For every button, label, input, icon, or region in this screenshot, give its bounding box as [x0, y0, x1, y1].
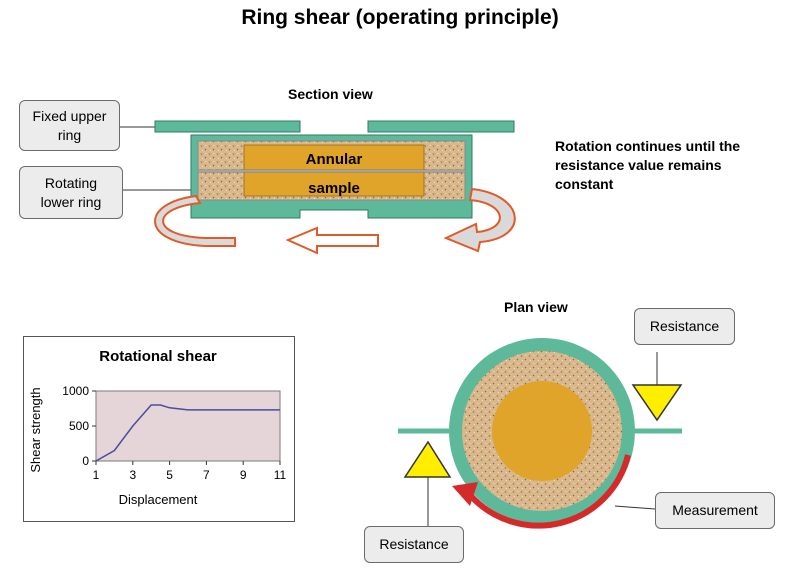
y-tick-label: 500 [69, 419, 89, 433]
note-line1: Rotation continues until the [555, 138, 741, 154]
note-line3: constant [555, 176, 614, 192]
x-tick-label: 1 [93, 468, 100, 482]
note-line2: resistance value remains [555, 157, 722, 173]
sample-label-annular: Annular [306, 151, 363, 168]
callout-rotating-line1: Rotating [44, 174, 98, 191]
sample-label-sample: sample [308, 180, 360, 197]
measurement-arrowhead [452, 482, 478, 506]
plan-sample-core [492, 381, 592, 481]
fixed-ring-flange-right [367, 120, 515, 133]
callout-measurement: Measurement [655, 492, 775, 529]
rotation-note: Rotation continues until the resistance … [555, 137, 740, 194]
x-tick-label: 9 [240, 468, 247, 482]
x-tick-label: 11 [274, 468, 287, 482]
resistance-triangle-top [631, 384, 683, 422]
plan-view-title: Plan view [504, 299, 568, 315]
callout-rotating-lower-ring: Rotating lower ring [19, 166, 123, 219]
callout-fixed-upper-ring: Fixed upper ring [19, 100, 120, 151]
callout-rotating-line2: lower ring [40, 193, 102, 210]
rotational-shear-chart: Rotational shear 0 500 1000 1 3 5 7 9 11 Displac… [28, 348, 287, 507]
chart-ylabel: Shear strength [28, 387, 43, 472]
plot-area [95, 390, 281, 462]
callout-fixed-line2: ring [57, 126, 82, 143]
y-tick-label: 0 [82, 454, 89, 468]
resistance-triangle-bottom [403, 440, 452, 478]
callout-resistance-bottom: Resistance [364, 526, 464, 563]
measurement-arrow [467, 454, 631, 529]
rotation-arrow-left [154, 194, 236, 247]
rotation-arrow-right [443, 187, 516, 253]
page-title: Ring shear (operating principle) [241, 6, 559, 29]
x-tick-label: 3 [129, 468, 136, 482]
series-line [95, 404, 280, 462]
section-view-title: Section view [288, 86, 373, 102]
rotation-arrow-middle [285, 226, 379, 255]
callout-resistance-top: Resistance [634, 308, 735, 345]
x-tick-label: 7 [203, 468, 210, 482]
measurement-leader [614, 505, 656, 510]
callout-fixed-line1: Fixed upper [32, 107, 107, 124]
chart-xlabel: Displacement [119, 492, 198, 507]
chart-title: Rotational shear [99, 348, 217, 365]
fixed-ring-flange-left [154, 120, 301, 133]
section-view-diagram: Annular sample [119, 120, 516, 255]
y-tick-label: 1000 [62, 384, 89, 398]
x-tick-label: 5 [166, 468, 173, 482]
plan-view-diagram [398, 338, 683, 529]
